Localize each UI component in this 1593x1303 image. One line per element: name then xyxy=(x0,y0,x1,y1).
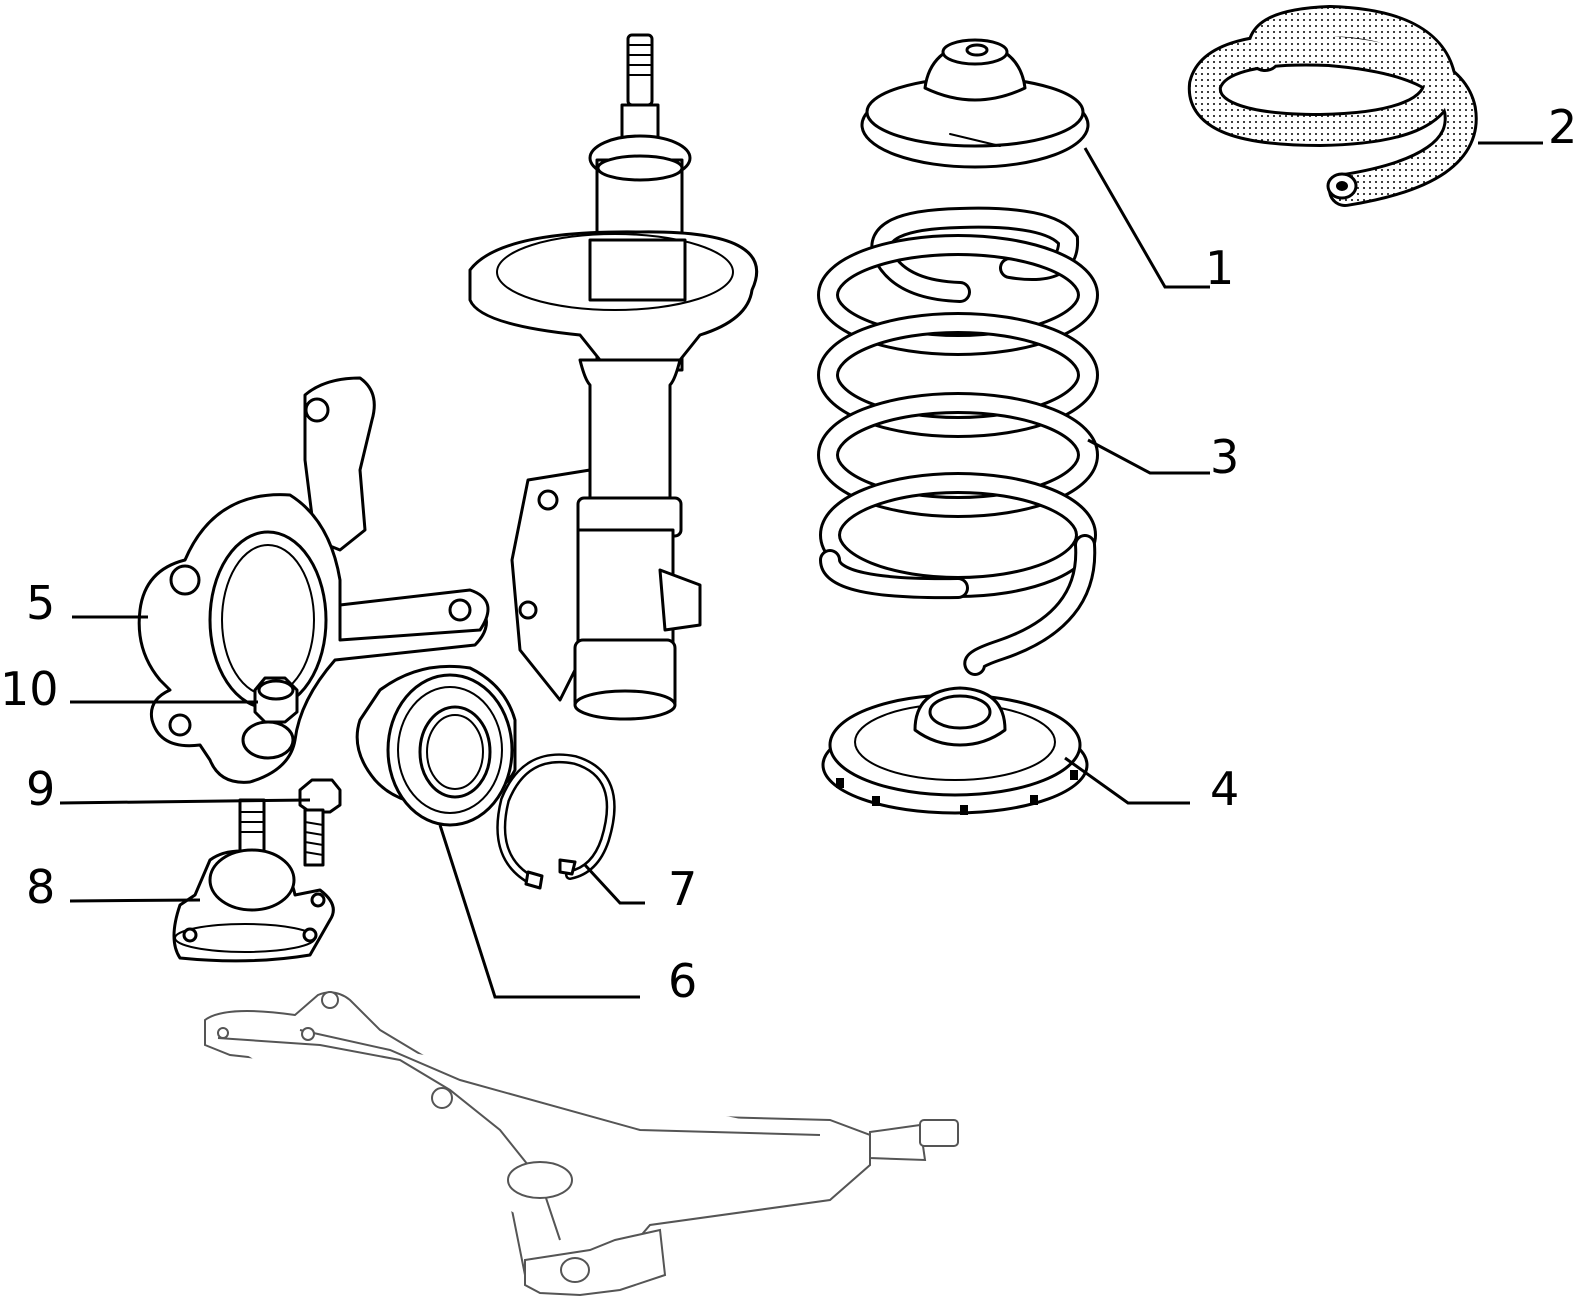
callout-7: 7 xyxy=(668,862,698,916)
callout-4: 4 xyxy=(1210,762,1240,816)
retaining-circlip xyxy=(496,753,616,890)
ball-joint xyxy=(172,798,335,963)
callout-6: 6 xyxy=(668,954,698,1008)
lower-control-arm xyxy=(204,991,959,1297)
knuckle-nut xyxy=(253,676,299,724)
protective-hose-coil xyxy=(1187,4,1478,207)
callout-8: 8 xyxy=(26,860,56,914)
coil-spring xyxy=(817,206,1099,676)
callout-leader-lines xyxy=(59,141,1543,999)
callout-5: 5 xyxy=(26,576,56,630)
callout-9: 9 xyxy=(26,762,56,816)
lower-spring-seat xyxy=(821,686,1089,815)
shock-absorber-strut xyxy=(468,33,759,721)
steering-knuckle xyxy=(137,376,490,784)
hex-bolt xyxy=(298,778,342,867)
callout-2: 2 xyxy=(1548,100,1578,154)
callout-10: 10 xyxy=(0,662,59,716)
callout-1: 1 xyxy=(1205,241,1235,295)
wheel-bearing xyxy=(355,664,517,827)
callout-3: 3 xyxy=(1210,430,1240,484)
upper-strut-mount xyxy=(860,38,1090,169)
